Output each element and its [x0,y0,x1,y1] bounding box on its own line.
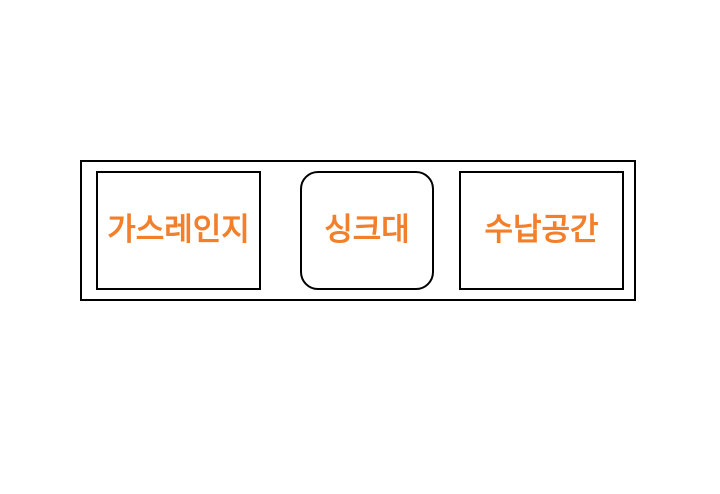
gas-stove-box: 가스레인지 [96,171,261,290]
storage-box: 수납공간 [459,171,624,290]
sink-label: 싱크대 [324,212,410,248]
storage-label: 수납공간 [484,212,599,248]
kitchen-counter-outline [80,160,636,301]
sink-box: 싱크대 [300,171,434,290]
gas-stove-label: 가스레인지 [107,212,250,248]
